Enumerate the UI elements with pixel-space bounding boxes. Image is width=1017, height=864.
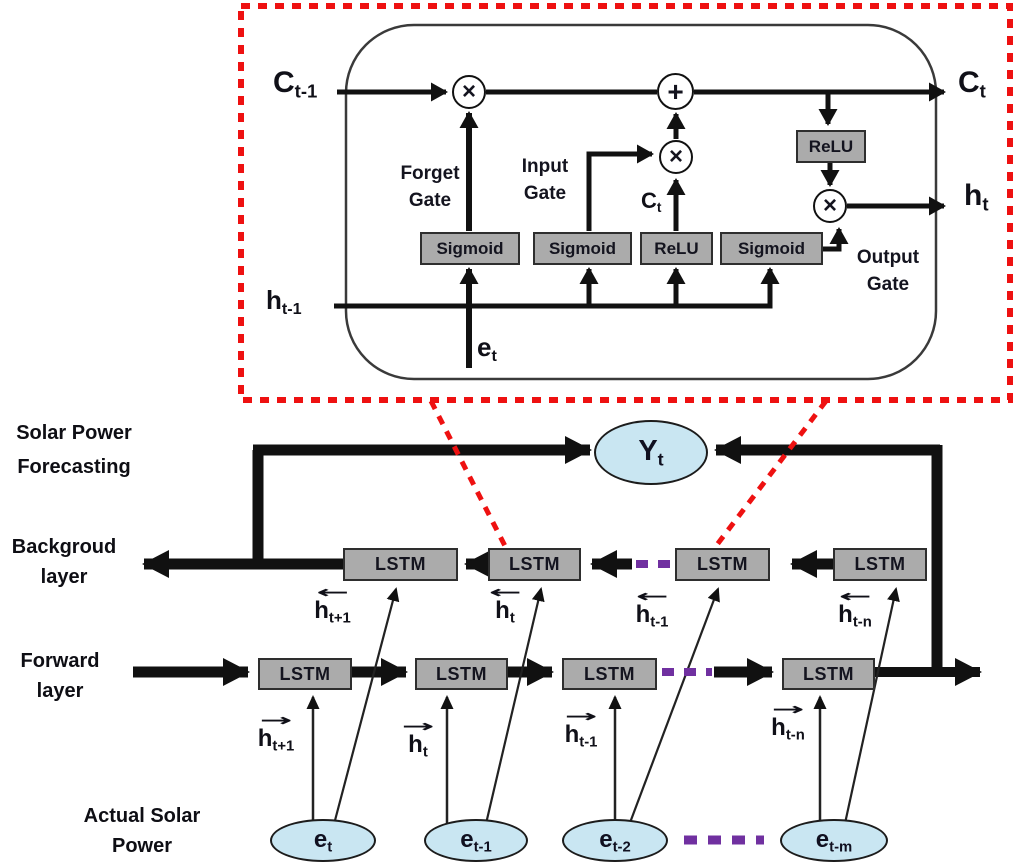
left-arrow-icon: ← <box>316 583 349 603</box>
input-node-et: et <box>270 819 376 862</box>
purple-ellipsis-dashes <box>636 560 764 845</box>
input-node-et-2: et-2 <box>562 819 668 862</box>
e2-to-backward2 <box>483 587 545 829</box>
input-sigmoid-box: Sigmoid <box>533 232 632 265</box>
forward-h-label-4: → ht-n <box>753 702 823 743</box>
forget-multiply-op: × <box>452 75 486 109</box>
forward-h-label-2: → ht <box>388 719 448 760</box>
backward-h-label-1: ← ht+1 <box>295 585 370 626</box>
forward-h-label-3: → ht-1 <box>546 709 616 750</box>
backward-lstm-1: LSTM <box>343 548 458 581</box>
output-node-yt: Yt <box>594 420 708 485</box>
e1-to-backward1 <box>331 587 400 829</box>
backward-lstm-2: LSTM <box>488 548 581 581</box>
forward-lstm-2: LSTM <box>415 658 508 690</box>
cell-output-h-label: ht <box>964 179 989 215</box>
forward-lstm-4: LSTM <box>782 658 875 690</box>
cell-input-h-prev-label: ht-1 <box>266 285 302 318</box>
backward-h-label-3: ← ht-1 <box>617 589 687 630</box>
backward-lstm-4: LSTM <box>833 548 927 581</box>
forward-lstm-3: LSTM <box>562 658 657 690</box>
input-connectors <box>306 587 900 829</box>
output-sigmoid-to-mul-line <box>822 227 849 252</box>
input-multiply-op: × <box>659 140 693 174</box>
cell-relu-box: ReLU <box>796 130 866 163</box>
forward-layer-label: Forward layer <box>20 650 100 702</box>
backward-layer-label: Backgroud layer <box>11 536 117 588</box>
e3-to-backward3 <box>626 587 720 829</box>
cell-input-c-prev-label: Ct-1 <box>273 66 318 102</box>
output-multiply-op: × <box>813 189 847 223</box>
input-gate-label: Input Gate <box>521 156 569 204</box>
input-node-et-1: et-1 <box>424 819 528 862</box>
output-gate-label: Output Gate <box>856 247 920 295</box>
candidate-relu-box: ReLU <box>640 232 713 265</box>
right-arrow-icon: → <box>259 711 293 731</box>
left-arrow-icon: ← <box>488 583 522 603</box>
zoom-link-right <box>714 399 828 548</box>
cell-add-op: + <box>657 73 694 110</box>
forget-sigmoid-box: Sigmoid <box>420 232 520 265</box>
cell-internal-c-label: Ct <box>641 188 662 216</box>
forget-gate-label: Forget Gate <box>400 163 460 211</box>
backward-h-label-4: ← ht-n <box>820 589 890 630</box>
forward-lstm-1: LSTM <box>258 658 352 690</box>
left-arrow-icon: ← <box>838 587 872 607</box>
backward-lstm-3: LSTM <box>675 548 770 581</box>
red-dashed-links <box>428 399 828 548</box>
right-arrow-icon: → <box>401 717 435 737</box>
cell-output-c-label: Ct <box>958 66 986 102</box>
network-connectors <box>133 436 982 686</box>
actual-solar-power-label: Actual Solar Power <box>83 805 201 857</box>
backward-h-label-2: ← ht <box>475 585 535 626</box>
e4-to-backward4 <box>842 587 900 829</box>
zoom-link-left <box>428 399 508 548</box>
cell-input-e-label: et <box>477 332 497 365</box>
right-arrow-icon: → <box>771 700 805 720</box>
red-dashed-highlight-box <box>238 3 1013 403</box>
forward-h-label-1: → ht+1 <box>241 713 311 754</box>
cell-connectors <box>334 82 946 368</box>
input-node-et-m: et-m <box>780 819 888 862</box>
input-sigmoid-to-mul-line <box>586 144 654 231</box>
left-arrow-icon: ← <box>635 587 669 607</box>
hidden-in-line <box>334 267 780 309</box>
right-arrow-icon: → <box>564 707 598 727</box>
forecasting-label: Solar Power Forecasting <box>16 422 132 478</box>
output-sigmoid-box: Sigmoid <box>720 232 823 265</box>
